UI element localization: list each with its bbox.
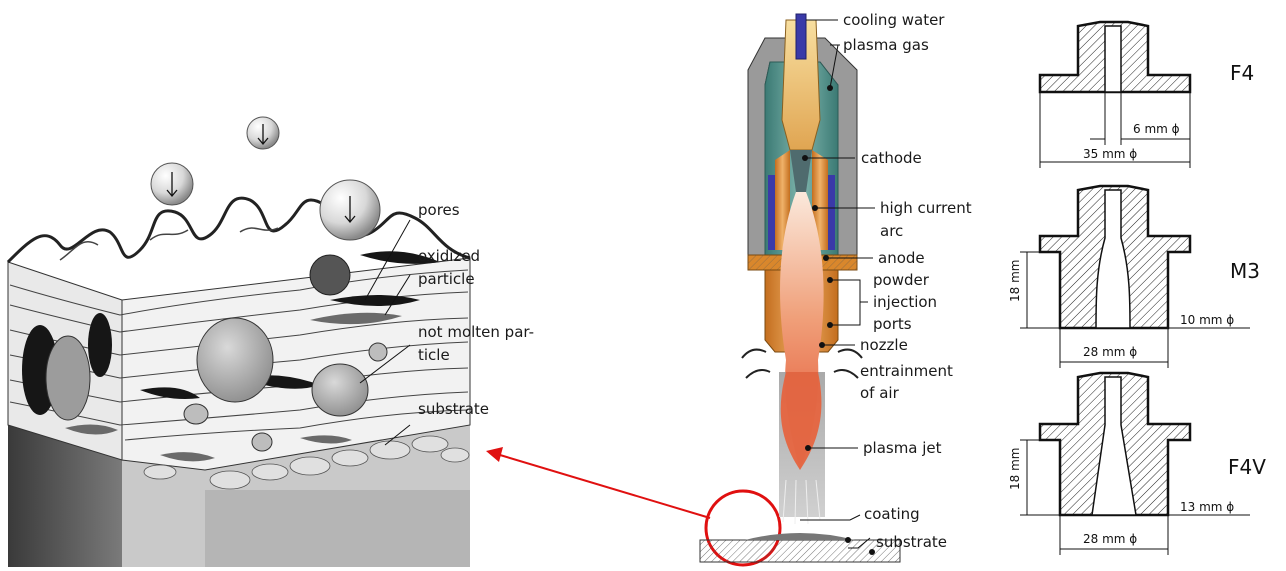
label-not-molten-2: ticle [418, 346, 450, 364]
label-substrate-torch: substrate [876, 533, 947, 551]
label-arc-1: high current [880, 199, 972, 217]
f4-outer-dim: 35 mm ϕ [1083, 147, 1137, 161]
label-entrainment-2: of air [860, 384, 900, 402]
label-powder-1: powder [873, 271, 930, 289]
electrode-right [828, 175, 835, 250]
m3-height-dim: 18 mm [1008, 260, 1022, 302]
label-cathode: cathode [861, 149, 922, 167]
label-powder-3: ports [873, 315, 912, 333]
label-oxidized-2: particle [418, 270, 475, 288]
f4-title: F4 [1230, 61, 1254, 85]
label-substrate-left: substrate [418, 400, 489, 418]
nozzle-f4: 6 mm ϕ 35 mm ϕ F4 [1040, 22, 1254, 168]
zoom-arrow-head [486, 447, 503, 462]
label-cooling-water: cooling water [843, 11, 945, 29]
label-anode: anode [878, 249, 925, 267]
m3-title: M3 [1230, 259, 1260, 283]
nozzle-m3: 18 mm 10 mm ϕ 28 mm ϕ M3 [1008, 186, 1260, 368]
label-entrainment-1: entrainment [860, 362, 953, 380]
coating-structure-illustration: pores oxidized particle not molten par- … [8, 117, 534, 567]
label-nozzle: nozzle [860, 336, 908, 354]
nozzle-f4v: 18 mm 13 mm ϕ 28 mm ϕ F4V [1008, 373, 1266, 555]
label-not-molten-1: not molten par- [418, 323, 534, 341]
label-coating: coating [864, 505, 920, 523]
m3-exit-dim: 10 mm ϕ [1180, 313, 1234, 327]
label-plasma-jet: plasma jet [863, 439, 942, 457]
cooling-water-pipe [796, 14, 806, 59]
plasma-torch: cooling water plasma gas cathode high cu… [700, 11, 972, 562]
m3-outer-dim: 28 mm ϕ [1083, 345, 1137, 359]
f4v-outer-dim: 28 mm ϕ [1083, 532, 1137, 546]
f4v-title: F4V [1228, 455, 1266, 479]
f4-bore [1105, 26, 1121, 92]
label-plasma-gas: plasma gas [843, 36, 929, 54]
impinging-particles [151, 117, 380, 295]
electrode-left [768, 175, 775, 250]
coating-deposit [745, 533, 855, 540]
label-pores: pores [418, 201, 460, 219]
f4v-exit-dim: 13 mm ϕ [1180, 500, 1234, 514]
zoom-arrow-line [500, 455, 710, 518]
f4-exit-dim: 6 mm ϕ [1133, 122, 1180, 136]
label-powder-2: injection [873, 293, 937, 311]
label-arc-2: arc [880, 222, 903, 240]
f4v-height-dim: 18 mm [1008, 448, 1022, 490]
label-oxidized-1: oxidized [418, 247, 480, 265]
